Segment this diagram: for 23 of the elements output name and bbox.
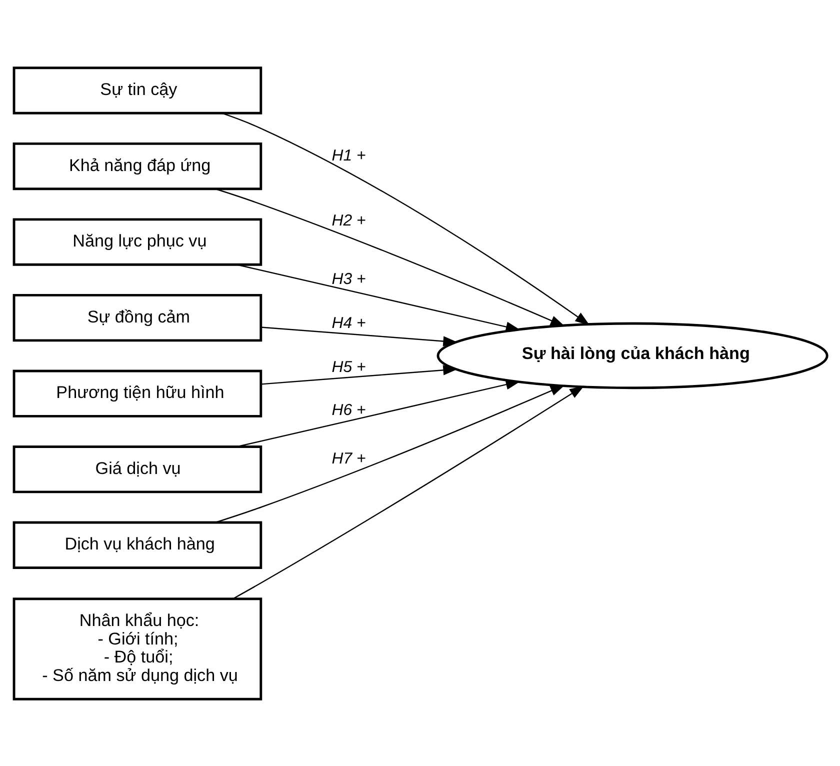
arrow [214, 384, 565, 523]
arrow [260, 326, 458, 346]
arrow [260, 364, 458, 384]
edge-label: H6 + [331, 401, 366, 418]
node-box: Sự tin cậy [12, 66, 262, 114]
node-box: Giá dịch vụ [12, 445, 262, 493]
node-box: Sự đồng cảm [12, 293, 262, 342]
edge-label: H3 + [331, 270, 366, 288]
node-box: Nhân khẩu học: - Giới tính; - Độ tuổi; - Số năm sử dụng dịch vụ [12, 597, 262, 700]
arrow [232, 385, 584, 599]
node-box: Dịch vụ khách hàng [12, 520, 262, 568]
node-box: Khả năng đáp ứng [12, 142, 262, 190]
edge-label: H1 + [331, 147, 366, 164]
edge-label: H4 + [331, 314, 366, 332]
node-box: Năng lực phục vụ [12, 218, 262, 266]
arrow [236, 379, 520, 447]
edge-label: H5 + [331, 358, 366, 376]
arrow [214, 188, 565, 326]
edge-label: H2 + [331, 212, 366, 229]
edge-label: H7 + [331, 450, 366, 468]
arrow [236, 264, 520, 332]
node-box: Phương tiện hữu hình [12, 369, 262, 417]
arrow [220, 112, 590, 325]
